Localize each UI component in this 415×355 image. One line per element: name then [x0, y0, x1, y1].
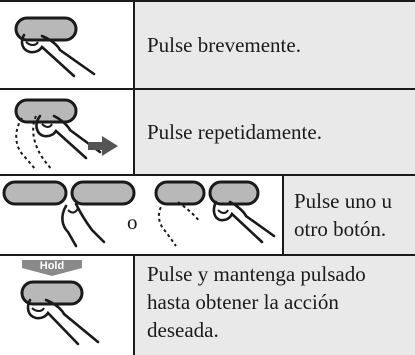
legend-row-press-repeatedly: Pulse repetidamente.	[0, 90, 415, 174]
finger-press-repeat-icon	[14, 98, 118, 171]
finger-press-once-icon	[14, 16, 96, 78]
instruction-text-line: Pulse y mantenga pulsado	[147, 262, 366, 286]
row-divider	[0, 174, 415, 176]
instruction-text-line: Pulse uno u	[294, 189, 393, 213]
legend-row-press-briefly: Pulse brevemente.	[0, 2, 415, 88]
icon-cell	[0, 2, 133, 88]
text-cell: Pulse y mantenga pulsado hasta obtener l…	[133, 256, 415, 355]
icon-cell: o	[0, 176, 282, 254]
legend-row-press-hold: Hold Pulse y mantenga pulsado hasta obte…	[0, 256, 415, 355]
instruction-text: Pulse brevemente.	[147, 33, 301, 57]
instruction-text-line: hasta obtener la acción	[147, 290, 339, 314]
icon-cell: Hold	[0, 256, 133, 355]
row-divider	[0, 0, 415, 2]
row-divider	[0, 254, 415, 256]
text-cell: Pulse repetidamente.	[133, 90, 415, 174]
hold-label: Hold	[40, 260, 64, 272]
instruction-text-line: otro botón.	[294, 217, 387, 241]
text-cell: Pulse brevemente.	[133, 2, 415, 88]
finger-press-either-icon	[2, 180, 276, 248]
row-divider	[0, 88, 415, 90]
icon-cell	[0, 90, 133, 174]
conjunction-text: o	[127, 210, 138, 234]
legend-row-press-either: o Pulse uno u otro botón.	[0, 176, 415, 254]
instruction-text: Pulse repetidamente.	[147, 120, 322, 144]
finger-press-hold-icon: Hold	[20, 260, 100, 346]
instruction-text-line: deseada.	[147, 318, 219, 342]
text-cell: Pulse uno u otro botón.	[282, 176, 415, 254]
